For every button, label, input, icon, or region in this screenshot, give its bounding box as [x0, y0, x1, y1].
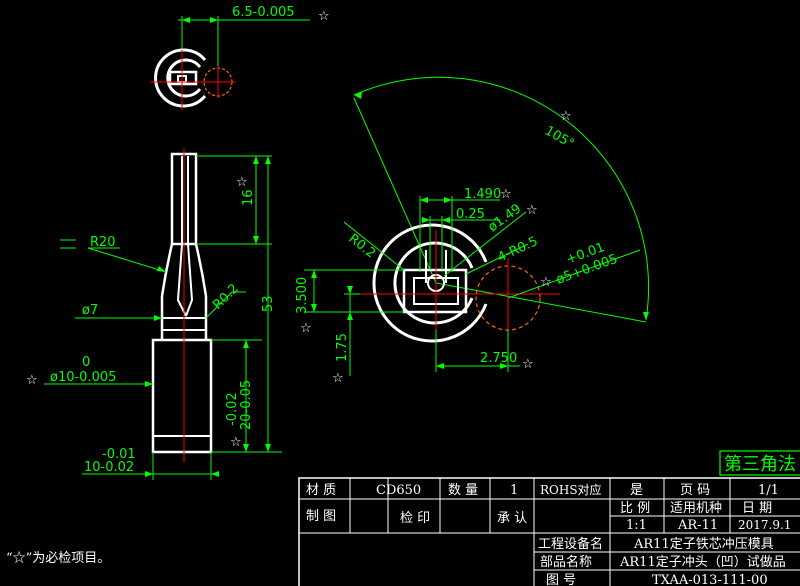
page-label: 页 码	[680, 483, 710, 498]
material-value: CD650	[376, 483, 421, 498]
dim-tol-002: -0.02	[225, 392, 240, 426]
dim-phi10: ø10-0.005	[50, 370, 116, 385]
approver-label: 承 认	[497, 511, 527, 526]
dim-10: 10-0.02	[84, 460, 134, 475]
top-view: 6.5-0.005 ☆	[150, 5, 330, 110]
star-mark: ☆	[300, 321, 312, 336]
dim-53: 53	[261, 295, 276, 312]
drafter-label: 制 图	[306, 509, 336, 524]
qty-label: 数 量	[448, 483, 478, 498]
star-mark: ☆	[230, 435, 242, 450]
rohs-label: ROHS对应	[540, 482, 602, 497]
qty-value: 1	[510, 483, 518, 498]
star-mark: ☆	[560, 109, 572, 124]
dim-phi7: ø7	[82, 303, 98, 318]
star-mark: ☆	[500, 187, 512, 202]
dim-2750: 2.750	[480, 351, 517, 366]
part-label: 部品名称	[540, 554, 592, 570]
material-label: 材 质	[306, 483, 336, 498]
star-mark: ☆	[522, 357, 534, 372]
date-value: 2017.9.1	[738, 518, 791, 532]
star-mark: ☆	[236, 175, 248, 190]
dim-tol-001: -0.01	[102, 447, 136, 462]
date-label: 日 期	[742, 501, 772, 516]
dim-3500: 3.500	[295, 277, 310, 314]
dim-16: 16	[241, 189, 256, 206]
star-mark: ☆	[332, 371, 344, 386]
star-mark: ☆	[526, 203, 538, 218]
star-mark: ☆	[318, 9, 330, 24]
projection-text: 第三角法	[724, 454, 796, 475]
inspection-note: “☆”为必检项目。	[6, 551, 110, 566]
dim-tol-zero: 0	[82, 355, 90, 370]
dim-top-width: 6.5-0.005	[232, 5, 295, 20]
star-mark: ☆	[540, 275, 552, 290]
model-value: AR-11	[677, 518, 718, 533]
side-view: R20 ø7 R0.2 16 ☆ 53 -0.02 20-0.05 ☆	[26, 148, 282, 480]
scale-value: 1:1	[626, 518, 647, 533]
part-value: AR11定子冲头（凹）试做品	[619, 555, 786, 570]
scale-label: 比 例	[620, 501, 650, 516]
equip-value: AR11定子铁芯冲压模具	[633, 537, 774, 552]
page-value: 1/1	[758, 483, 779, 498]
drawing-value: TXAA-013-111-00	[652, 573, 768, 586]
dim-025: 0.25	[456, 207, 485, 222]
star-mark: ☆	[26, 373, 38, 388]
drawing-label: 图 号	[546, 573, 576, 586]
model-label: 适用机种	[670, 501, 722, 516]
dim-1490: 1.490	[464, 187, 501, 202]
dim-175: 1.75	[335, 333, 350, 362]
equip-label: 工程设备名	[538, 536, 603, 552]
dim-r20: R20	[90, 235, 116, 250]
projection-label: 第三角法	[719, 450, 800, 476]
rohs-value: 是	[630, 483, 643, 498]
checker-label: 检 印	[400, 511, 430, 526]
title-block: 材 质 CD650 数 量 1 ROHS对应 是 页 码 1/1 制 图 检 印…	[298, 477, 800, 586]
dim-20: 20-0.05	[239, 380, 254, 430]
